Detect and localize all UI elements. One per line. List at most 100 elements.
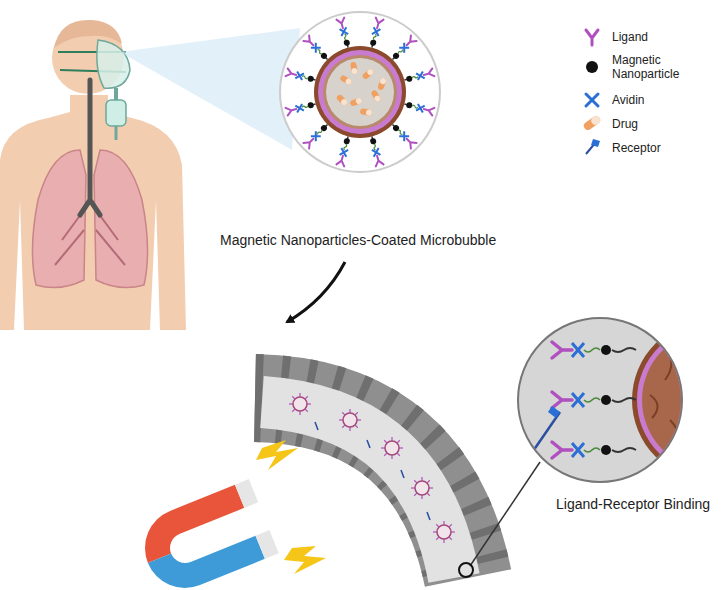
magnetic-nanoparticle (320, 52, 328, 60)
magnetic-nanoparticle (307, 102, 314, 109)
ligand-chain (336, 135, 351, 166)
lightning (256, 440, 298, 470)
human-figure (0, 95, 186, 330)
zoom-beam (120, 28, 300, 150)
ligand-chain (368, 135, 383, 166)
oxygen-mask (58, 40, 130, 140)
ligand (404, 35, 417, 48)
ligand (552, 442, 572, 458)
linker (373, 144, 376, 150)
ligand-chain (390, 122, 417, 149)
ligand (373, 155, 383, 167)
linker (302, 76, 308, 79)
linker (344, 144, 347, 150)
legend-icons (590, 115, 602, 127)
legend-text: Drug (612, 117, 712, 131)
oxygen-mask (115, 126, 118, 140)
drug-capsule (361, 68, 374, 80)
binding-zoom (520, 412, 560, 470)
airway-microbubble (433, 521, 455, 543)
ligand (336, 155, 346, 167)
drug-capsule (377, 77, 387, 90)
lungs (32, 80, 147, 288)
caption-label: Magnetic Nanoparticles-Coated Microbubbl… (220, 232, 496, 249)
drug-capsule (360, 108, 373, 116)
magnetic-nanoparticle (343, 138, 350, 145)
airway-tube (255, 398, 468, 578)
drug-capsule (336, 94, 349, 107)
microbubble (326, 58, 394, 126)
drug-capsule (349, 97, 362, 107)
airway-microbubble (437, 525, 451, 539)
ligand (404, 136, 417, 149)
binding-zoom (632, 320, 727, 480)
binding-zoom (650, 340, 680, 462)
microbubble (318, 50, 402, 134)
linker (317, 129, 323, 135)
airway-microbubble (293, 397, 307, 411)
receptor (315, 422, 318, 430)
ligand (423, 68, 435, 78)
airway-microbubble (381, 437, 403, 459)
receptor (548, 406, 560, 418)
binding-zoom (518, 318, 727, 482)
ligand (373, 18, 383, 30)
oxygen-mask (114, 88, 118, 100)
lightning (256, 440, 326, 574)
drug-capsule (373, 95, 381, 103)
legend-icons (586, 94, 598, 106)
magnetic-nanoparticle (406, 102, 413, 109)
magnet (256, 530, 279, 559)
drug-capsule (370, 89, 381, 102)
zoom-leader (470, 462, 540, 566)
avidin (572, 443, 584, 457)
linker (612, 348, 636, 352)
oxygen-mask (106, 100, 126, 126)
legend-text: Receptor (612, 141, 712, 155)
ligand-chain (286, 100, 317, 115)
magnet (235, 479, 258, 508)
legend-icons (582, 30, 601, 154)
magnetic-nanoparticle (307, 75, 314, 82)
binding-zoom (642, 330, 727, 470)
magnetic-nanoparticle (370, 138, 377, 145)
drug-capsule (370, 89, 381, 102)
linker (397, 129, 403, 135)
drug-capsule (360, 108, 373, 116)
legend-icons (591, 139, 600, 147)
ligand (286, 68, 298, 78)
ligand-chain (336, 18, 351, 49)
airway-microbubble (343, 413, 357, 427)
microbubble (280, 12, 440, 172)
magnetic-nanoparticle (601, 345, 611, 355)
ligand (336, 18, 346, 30)
ligand-chain (552, 442, 636, 458)
linker (412, 76, 418, 79)
microbubble (280, 12, 440, 172)
drug-capsule (340, 98, 348, 106)
ligand (552, 342, 572, 358)
drug-capsule (336, 94, 349, 107)
linker (612, 398, 636, 402)
airway-microbubble (339, 409, 361, 431)
legend-text: Ligand (612, 30, 712, 44)
receptor (401, 470, 404, 478)
legend-icons (586, 61, 598, 73)
legend-icons (582, 115, 601, 132)
legend-text: Avidin (612, 93, 712, 107)
magnetic-nanoparticle (320, 124, 328, 132)
linker (584, 448, 600, 452)
ligand-chain (403, 68, 434, 83)
ligand-chain (552, 342, 636, 358)
drug-capsule (377, 77, 387, 90)
airway-microbubble (385, 441, 399, 455)
ligand (423, 105, 435, 115)
ligand (286, 105, 298, 115)
ligand-chain (403, 100, 434, 115)
drug-capsule (350, 62, 358, 75)
pointer-arrow (287, 262, 345, 322)
magnetic-nanoparticle (392, 124, 400, 132)
receptor (367, 440, 370, 448)
linker (373, 34, 376, 40)
airway-microbubble (411, 477, 433, 499)
